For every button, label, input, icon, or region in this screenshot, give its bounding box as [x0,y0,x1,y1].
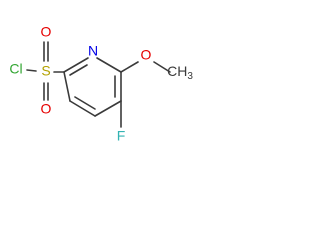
bond-c3-c2 [63,71,71,102]
atom-methyl: CH3 [167,63,193,82]
atom-n: N [88,43,98,59]
bond-c2-n-inner [69,64,88,76]
atom-cl: Cl [9,61,22,77]
bond-o-methyl [153,61,171,73]
bond-c6-o-methoxy [120,61,139,73]
bond-c5-c4 [94,100,122,117]
atom-s: S [41,63,50,79]
molecule-structure: Cl S O O N O CH3 F [9,24,193,144]
bond-cl-s [26,69,37,72]
bond-c2-n [63,57,89,73]
bond-n-c6 [96,57,122,73]
atom-o-top: O [41,24,52,40]
atom-f: F [117,128,126,144]
atom-o-bottom: O [41,101,52,117]
atom-o-methoxy: O [141,47,152,63]
bond-c4-c3 [69,100,96,117]
bond-c4-c3-inner [74,96,96,110]
bonds [26,41,171,128]
atom-labels: Cl S O O N O CH3 F [9,24,193,144]
